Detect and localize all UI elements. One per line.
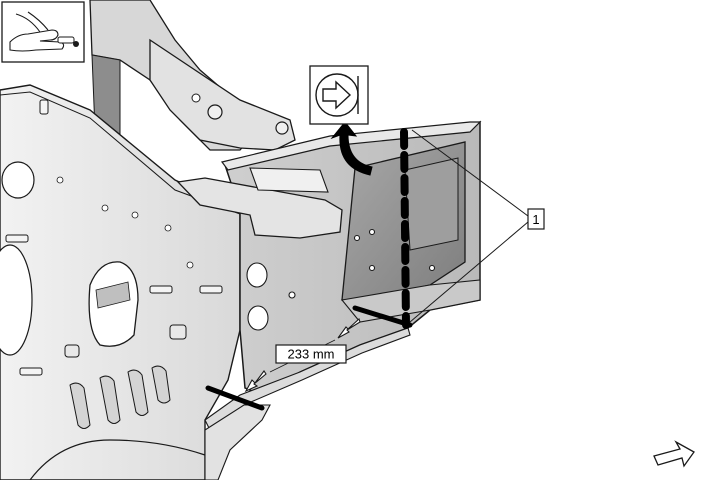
dimension-arrows	[244, 318, 361, 393]
mount-arm-top	[249, 167, 329, 193]
lower-panel-curve	[29, 439, 206, 480]
callout-leader	[409, 221, 529, 323]
bolt	[207, 104, 223, 120]
upper-cut-mark	[352, 305, 413, 328]
removal-arrow	[330, 121, 373, 176]
dimension-label: 233 mm	[288, 347, 335, 362]
opening-inner	[95, 281, 131, 309]
panel-hole	[0, 244, 33, 356]
studs	[5, 99, 223, 376]
vertical-cut-line	[400, 128, 410, 329]
panel-slot	[64, 344, 80, 358]
bolt	[275, 121, 289, 135]
hand-with-cutting-tool-icon	[1, 1, 85, 63]
panel-hole	[1, 161, 35, 199]
callout-number: 1	[532, 212, 539, 227]
box-inner	[404, 157, 459, 251]
panel-slot	[169, 324, 187, 340]
panel-dots	[56, 176, 194, 269]
side-member	[176, 120, 482, 480]
bolt	[191, 93, 201, 103]
plate-holes	[246, 228, 436, 331]
forward-direction-circle-icon	[309, 65, 369, 125]
dimension-label-box: 233 mm	[275, 344, 347, 364]
lower-ribs	[69, 365, 171, 429]
cut-lines	[205, 128, 413, 411]
upper-bracket	[149, 38, 296, 151]
callout-leader	[411, 129, 529, 217]
lower-cut-mark	[205, 385, 265, 411]
front-direction-arrow-icon	[653, 440, 695, 468]
callout-1: 1	[409, 129, 545, 323]
